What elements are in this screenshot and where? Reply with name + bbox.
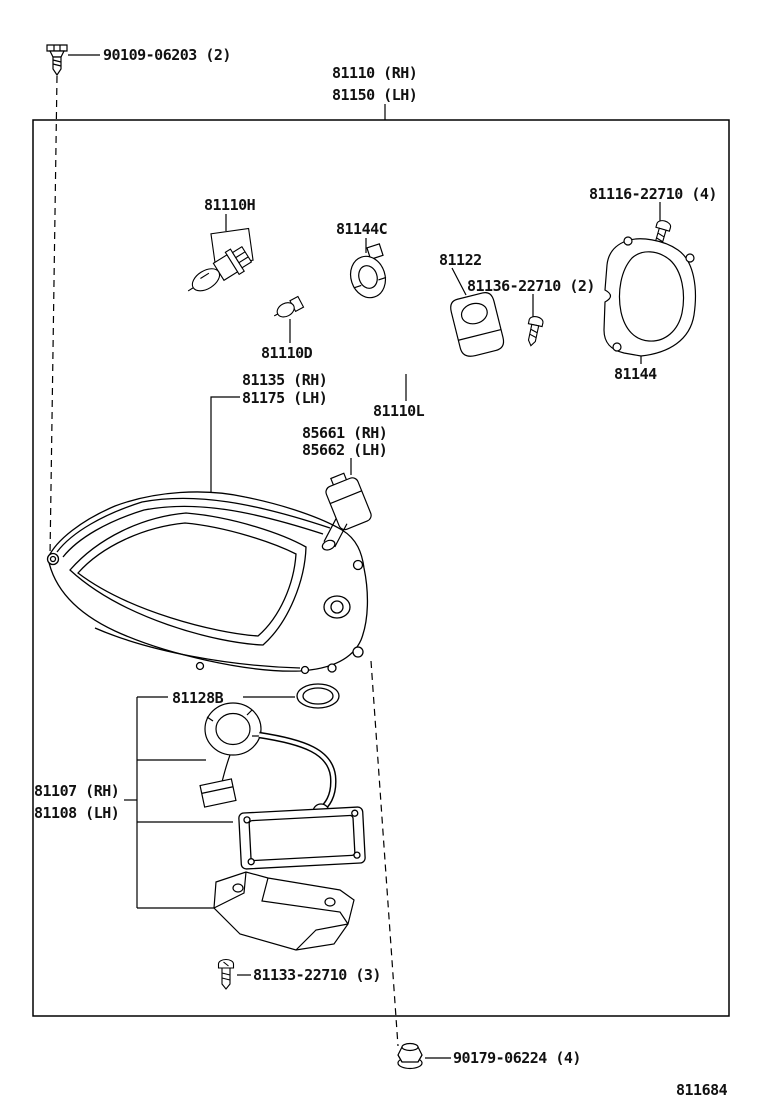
part-label-81110L: 81110L (373, 402, 425, 420)
igniter-socket-cord-illustration (199, 702, 337, 814)
part-label-81107-rh: 81107 (RH) (34, 782, 120, 800)
part-label-81150-lh: 81150 (LH) (332, 86, 418, 104)
part-label-81128B: 81128B (172, 689, 224, 707)
nut-90179-illustration (397, 1042, 423, 1070)
figure-number: 811684 (676, 1081, 728, 1099)
part-label-81135-rh: 81135 (RH) (242, 371, 328, 389)
part-label-81144: 81144 (614, 365, 657, 383)
part-label-81110-rh: 81110 (RH) (332, 64, 418, 82)
part-label-85661-85662: 85661 (RH) 85662 (LH) (302, 424, 388, 459)
part-label-81110D: 81110D (261, 344, 313, 362)
part-label-81122: 81122 (439, 251, 482, 269)
part-label-90109-06203: 90109-06203 (2) (103, 46, 231, 64)
cover-81122-illustration (450, 292, 505, 357)
igniter-box-illustration (238, 803, 366, 870)
screw-90109-illustration (46, 44, 68, 77)
screw-81136-illustration (527, 316, 544, 347)
socket-81144C-illustration (349, 243, 387, 299)
socket-85661-illustration (321, 472, 372, 551)
part-label-81135-81175: 81135 (RH) 81175 (LH) (242, 371, 328, 407)
part-label-85661-rh: 85661 (RH) (302, 424, 388, 442)
part-label-81144C: 81144C (336, 220, 388, 238)
cover-81144-illustration (603, 236, 697, 357)
part-label-81108-lh: 81108 (LH) (34, 804, 120, 822)
part-label-81116-22710: 81116-22710 (4) (589, 185, 717, 203)
gasket-81128B-illustration (296, 683, 340, 709)
headlamp-unit-illustration (46, 491, 369, 675)
part-label-81136-22710: 81136-22710 (2) (467, 277, 595, 295)
bulb-81110H-illustration (187, 227, 254, 292)
leader-lines (68, 54, 661, 1059)
diagram-frame (32, 119, 730, 1017)
screw-81133-illustration (217, 958, 235, 990)
part-label-81110H: 81110H (204, 196, 256, 214)
bracket-illustration (213, 871, 355, 951)
part-label-81107-81108: 81107 (RH) 81108 (LH) (34, 780, 120, 824)
part-label-81175-lh: 81175 (LH) (242, 389, 328, 407)
part-label-90179-06224: 90179-06224 (4) (453, 1049, 581, 1067)
part-label-81133-22710: 81133-22710 (3) (253, 966, 381, 984)
bulb-81110D-illustration (273, 295, 305, 318)
part-label-81110-81150: 81110 (RH) 81150 (LH) (332, 62, 418, 106)
part-label-85662-lh: 85662 (LH) (302, 441, 388, 459)
dashed-assembly-lines (49, 75, 399, 1047)
